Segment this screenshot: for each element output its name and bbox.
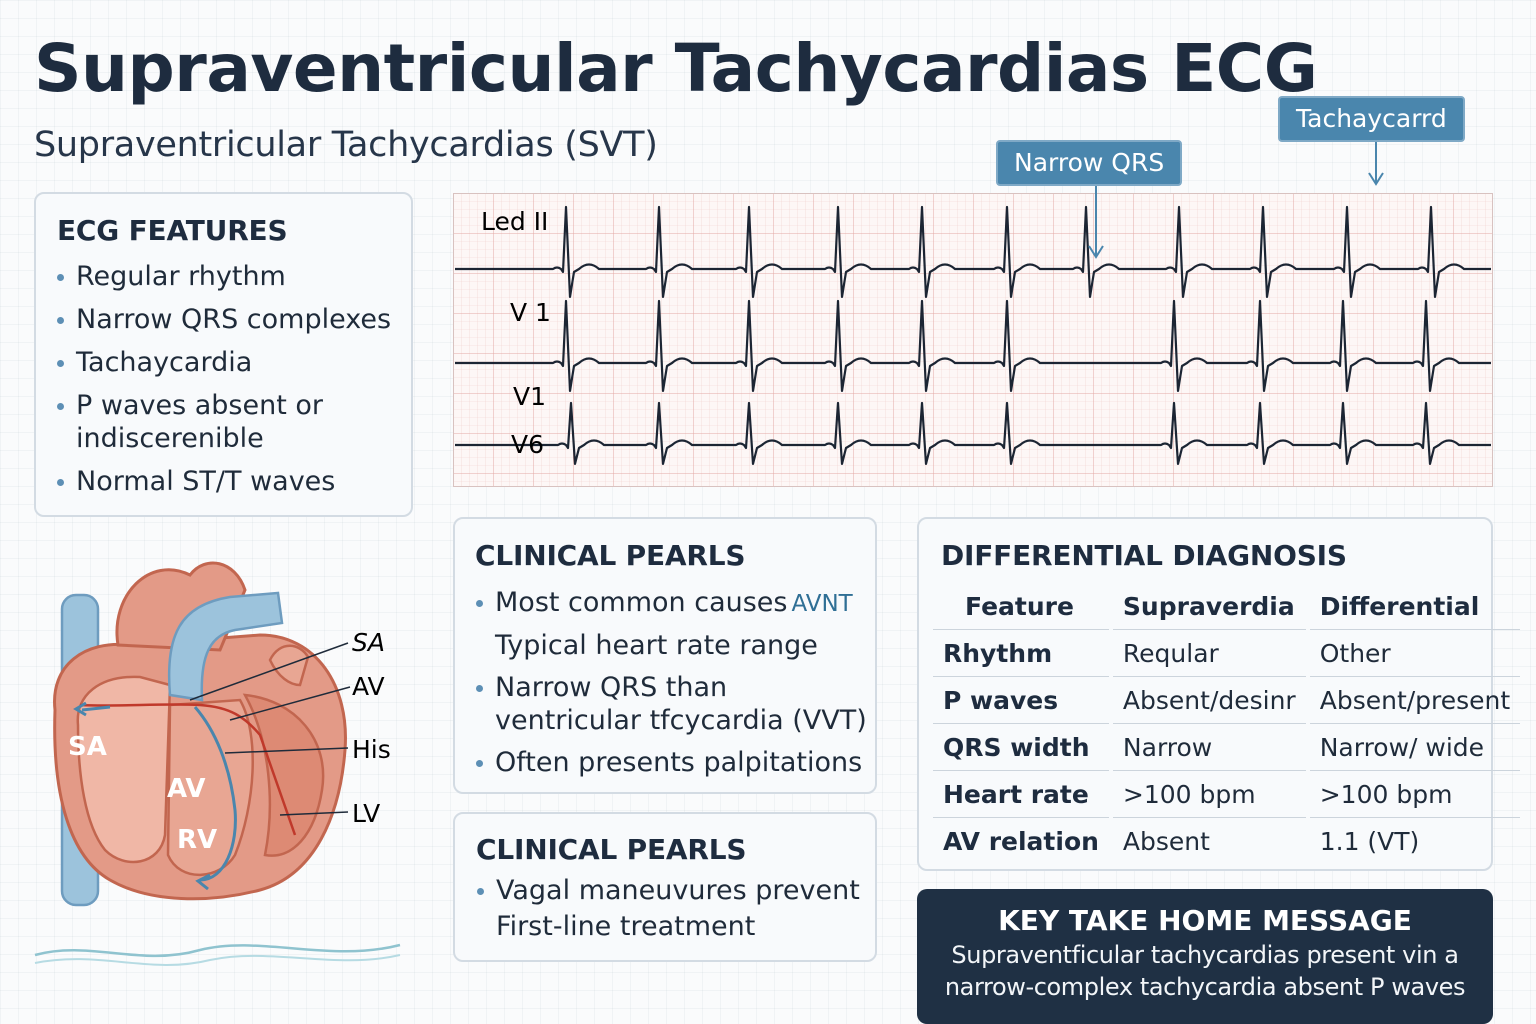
table-cell: Narrow bbox=[1112, 724, 1306, 771]
table-cell: 1.1 (VT) bbox=[1319, 826, 1420, 856]
heart-inner-av: AV bbox=[167, 774, 205, 804]
callout-arrows bbox=[1088, 142, 1384, 259]
table-cell: Absent/desinr bbox=[1112, 677, 1306, 724]
table-cell: Absent bbox=[1122, 826, 1210, 856]
ecg-trace-v6 bbox=[455, 401, 1491, 465]
table-header-row: Feature Supraverdia Differential bbox=[933, 583, 1521, 630]
pearl-item: Narrow QRS than ventricular tfcycardia (… bbox=[475, 671, 875, 737]
left-ventricle bbox=[242, 693, 325, 857]
clinical-pearls-panel-2: CLINICAL PEARLS Vagal maneuvures prevent… bbox=[453, 812, 877, 962]
decorative-wave bbox=[34, 954, 401, 966]
right-atrium bbox=[76, 675, 172, 864]
pearl-text: Most common causes bbox=[495, 587, 788, 618]
ecg-features-heading: ECG FEATURES bbox=[57, 214, 288, 247]
his-purkinje-path bbox=[193, 706, 237, 882]
pearl-item: Often presents palpitations bbox=[475, 746, 875, 779]
table-cell: Absent/present bbox=[1309, 677, 1521, 724]
feature-item: Narrow QRS complexes bbox=[56, 303, 406, 336]
ecg-strip: Led II V 1 V1 V6 bbox=[453, 193, 1493, 487]
key-message-line-2: narrow-complex tachycardia absent P wave… bbox=[944, 973, 1466, 1001]
table-cell: Reqular bbox=[1112, 630, 1306, 677]
column-header: Differential bbox=[1309, 583, 1521, 630]
column-header: Supraverdia bbox=[1112, 583, 1306, 630]
lead-label-v6: V6 bbox=[511, 430, 544, 459]
callout-narrow-qrs: Narrow QRS bbox=[996, 140, 1183, 186]
table-cell: P waves bbox=[933, 677, 1109, 724]
table-cell: QRS width bbox=[933, 724, 1109, 771]
heart-label-his: His bbox=[352, 735, 391, 764]
table-cell: >100 bpm bbox=[1309, 771, 1521, 818]
key-message-panel: KEY TAKE HOME MESSAGE Supraventficular t… bbox=[917, 889, 1493, 1024]
differential-heading: DIFFERENTIAL DIAGNOSIS bbox=[941, 539, 1347, 572]
page-subtitle: Supraventricular Tachycardias (SVT) bbox=[34, 125, 658, 165]
heart-label-av: AV bbox=[352, 672, 385, 701]
pearl-item: Vagal maneuvures prevent bbox=[476, 874, 876, 907]
table-cell: Narrow/ wide bbox=[1309, 724, 1521, 771]
heart-inner-rv: RV bbox=[177, 825, 217, 855]
heart-illustration: SA AV His LV SA AV RV bbox=[34, 561, 401, 966]
ecg-features-panel: ECG FEATURES Regular rhythm Narrow QRS c… bbox=[34, 192, 413, 517]
right-ventricle bbox=[166, 698, 254, 877]
heart-inner-sa: SA bbox=[68, 732, 107, 762]
table-cell: AV relation bbox=[943, 826, 1099, 856]
table-cell: Rhythm bbox=[933, 630, 1109, 677]
table-row: Rhythm Reqular Other bbox=[933, 630, 1521, 677]
lead-label-v1b: V1 bbox=[513, 382, 546, 411]
key-message-heading: KEY TAKE HOME MESSAGE bbox=[998, 904, 1412, 937]
clinical-pearls-heading-1: CLINICAL PEARLS bbox=[475, 539, 746, 572]
pearl-annotation: AVNT bbox=[791, 591, 853, 617]
column-header: Feature bbox=[933, 583, 1109, 630]
decorative-wave bbox=[34, 943, 401, 958]
heart-label-sa: SA bbox=[352, 628, 385, 657]
table-row: Heart rate >100 bpm >100 bpm bbox=[933, 771, 1521, 818]
conduction-arrow bbox=[81, 705, 111, 712]
table-row: P waves Absent/desinr Absent/present bbox=[933, 677, 1521, 724]
feature-item: P waves absent or indiscerenible bbox=[56, 389, 406, 455]
feature-item: Regular rhythm bbox=[56, 260, 406, 293]
ecg-trace-v1 bbox=[455, 299, 1491, 392]
pearl-item: First-line treatment bbox=[496, 911, 756, 942]
lead-label-v1: V 1 bbox=[510, 298, 551, 327]
pulmonary-vein bbox=[268, 644, 310, 687]
ecg-grid bbox=[453, 193, 1493, 487]
clinical-pearls-list-2: Vagal maneuvures prevent First-line trea… bbox=[476, 874, 876, 952]
heart-label-lv: LV bbox=[352, 799, 380, 828]
key-message-line-1: Supraventficular tachycardias present vi… bbox=[951, 941, 1459, 969]
table-row: AV relation Absent 1.1 (VT) bbox=[933, 818, 1520, 864]
feature-item: Normal ST/T waves bbox=[56, 465, 406, 498]
table-row: QRS width Narrow Narrow/ wide bbox=[933, 724, 1521, 771]
differential-diagnosis-panel: DIFFERENTIAL DIAGNOSIS Feature Supraverd… bbox=[917, 517, 1521, 871]
callout-tachycardia: Tachaycarrd bbox=[1278, 96, 1465, 142]
ecg-features-list: Regular rhythm Narrow QRS complexes Tach… bbox=[56, 260, 406, 508]
lead-label-ii: Led II bbox=[481, 207, 548, 236]
ecg-trace-lead-ii bbox=[455, 205, 1491, 298]
conduction-path-red bbox=[79, 703, 297, 836]
table-cell: Heart rate bbox=[933, 771, 1109, 818]
pearl-item: Typical heart rate range bbox=[495, 630, 818, 661]
aorta bbox=[167, 591, 284, 702]
table-cell: >100 bpm bbox=[1112, 771, 1306, 818]
clinical-pearls-heading-2: CLINICAL PEARLS bbox=[476, 833, 747, 866]
feature-item: Tachaycardia bbox=[56, 346, 406, 379]
table-cell: Other bbox=[1309, 630, 1521, 677]
page-title: Supraventricular Tachycardias ECG bbox=[34, 30, 1318, 107]
differential-table: Feature Supraverdia Differential Rhythm … bbox=[929, 583, 1524, 864]
